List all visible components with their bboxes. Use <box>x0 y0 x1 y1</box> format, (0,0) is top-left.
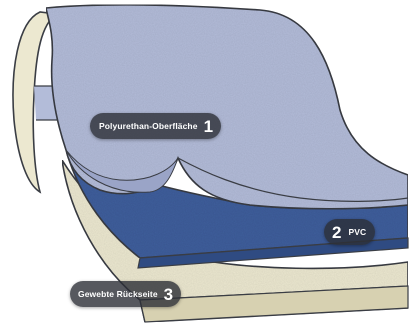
callout-polyurethane: Polyurethan-Oberfläche 1 <box>90 113 221 139</box>
callout-pvc: 2 PVC <box>324 219 375 245</box>
callout-number-3: 3 <box>164 286 173 303</box>
callout-number-1: 1 <box>204 118 213 135</box>
callout-label-polyurethane: Polyurethan-Oberfläche <box>99 121 198 131</box>
callout-label-pvc: PVC <box>348 227 366 237</box>
callout-number-2: 2 <box>332 224 341 241</box>
callout-label-woven-backing: Gewebte Rückseite <box>78 289 158 299</box>
callout-woven-backing: Gewebte Rückseite 3 <box>70 281 181 307</box>
